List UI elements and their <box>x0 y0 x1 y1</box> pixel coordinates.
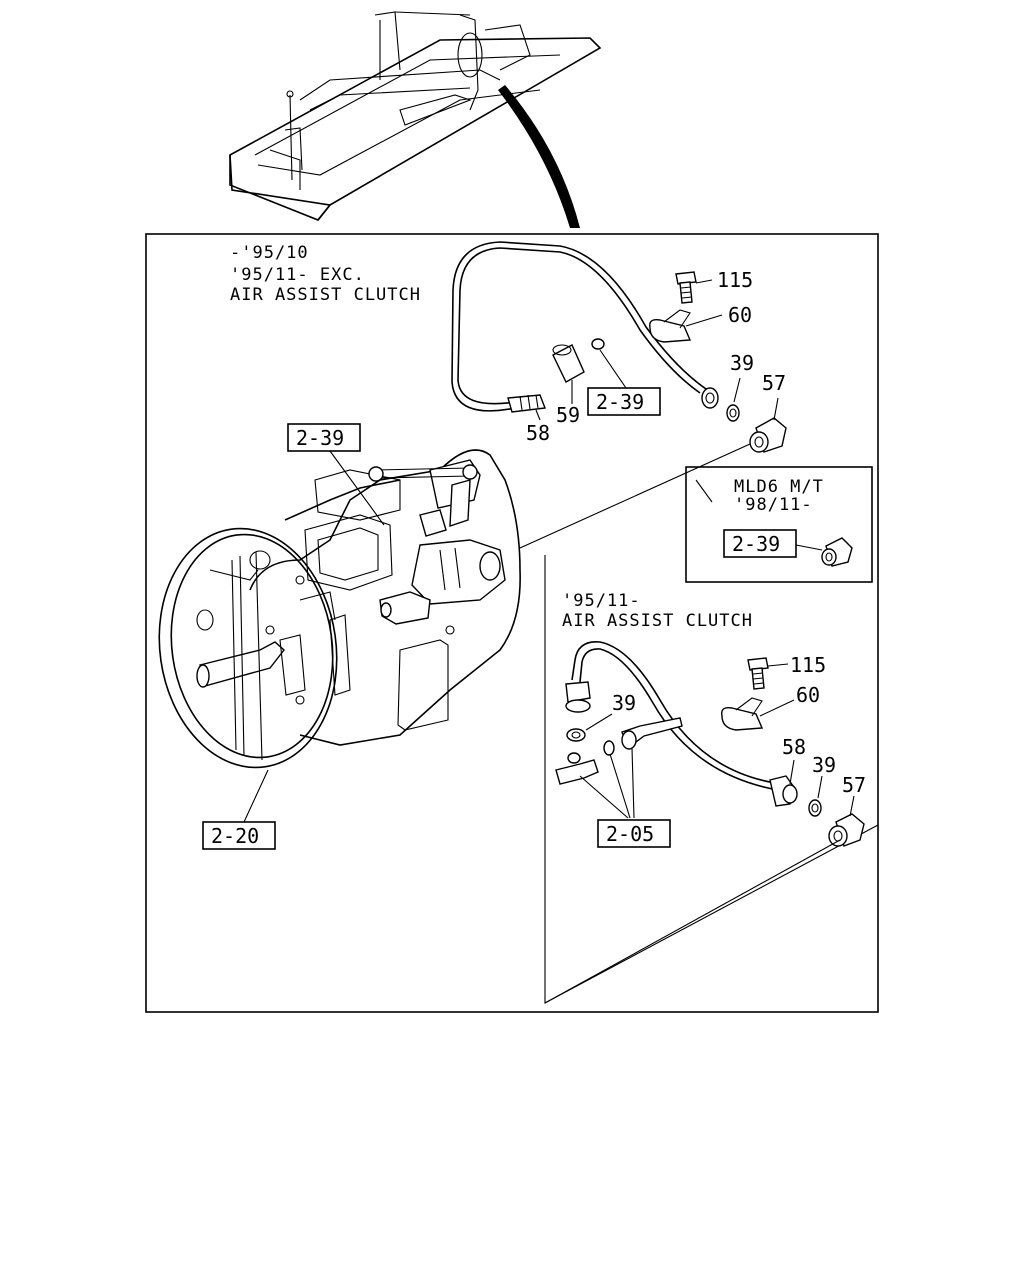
lower-note-line2: AIR ASSIST CLUTCH <box>562 611 753 631</box>
label-57-lower: 57 <box>842 773 866 797</box>
mld-note-line2: '98/11- <box>734 495 813 515</box>
ref-trans-label: 2-20 <box>211 824 259 848</box>
label-59-upper: 59 <box>556 403 580 427</box>
label-58-upper: 58 <box>526 421 550 445</box>
label-115-upper: 115 <box>717 268 753 292</box>
ref-mld-label: 2-39 <box>732 532 780 556</box>
label-39-upper: 39 <box>730 351 754 375</box>
ref-hose-label: 2-39 <box>596 390 644 414</box>
label-60-lower: 60 <box>796 683 820 707</box>
transmission-illustration <box>158 449 521 769</box>
lower-hose-assembly <box>544 641 865 1004</box>
upper-note-line2: '95/11- EXC. <box>230 265 365 285</box>
main-frame <box>145 233 879 1013</box>
label-39-lower-right: 39 <box>812 753 836 777</box>
ref-fittings-label: 2-05 <box>606 822 654 846</box>
ref-shift-label: 2-39 <box>296 426 344 450</box>
upper-note-line3: AIR ASSIST CLUTCH <box>230 285 421 305</box>
mld-ref-leader <box>795 544 823 551</box>
leader-shift <box>329 450 385 526</box>
mld-leader <box>695 479 713 503</box>
label-115-lower: 115 <box>790 653 826 677</box>
ref-box-fittings <box>597 819 671 848</box>
upper-hose-assembly <box>451 241 787 549</box>
upper-note-line1: -'95/10 <box>230 243 309 263</box>
ref-box-trans <box>202 821 276 850</box>
leader-trans <box>243 769 269 823</box>
label-39-lower-left: 39 <box>612 691 636 715</box>
lower-note-line1: '95/11- <box>562 591 641 611</box>
ref-box-hose <box>587 387 661 416</box>
label-57-upper: 57 <box>762 371 786 395</box>
label-58-lower: 58 <box>782 735 806 759</box>
chassis-overview <box>229 11 602 228</box>
mld6-inset-frame <box>685 466 873 583</box>
mld-note-line1: MLD6 M/T <box>734 477 824 497</box>
label-60-upper: 60 <box>728 303 752 327</box>
mld-elbow-fitting <box>821 537 853 567</box>
ref-box-mld <box>723 529 797 558</box>
ref-box-shift <box>287 423 361 452</box>
